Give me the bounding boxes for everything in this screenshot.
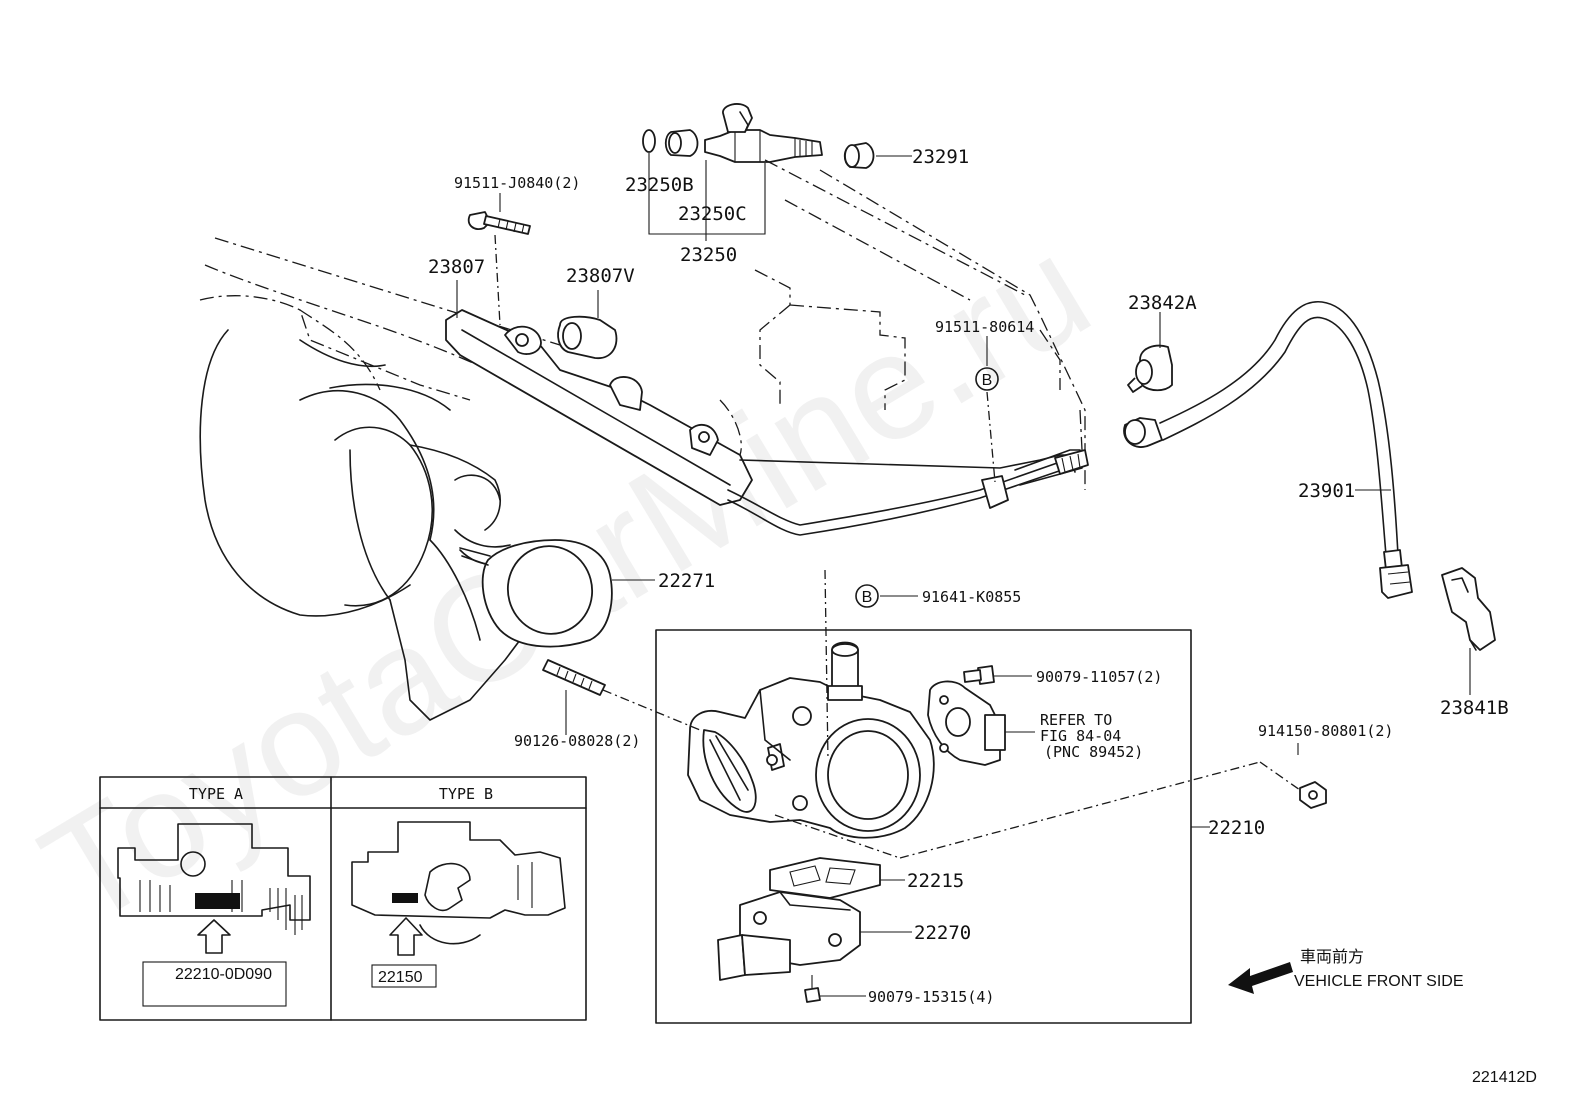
label-refer-3: (PNC 89452) bbox=[1044, 743, 1143, 761]
screw-90079-15315 bbox=[804, 975, 821, 1003]
type-inset: TYPE A TYPE B 22210-0D090 22150 bbox=[99, 776, 587, 1021]
label-91641-k0855: 91641-K0855 bbox=[922, 588, 1021, 606]
type-b-part-number: 22150 bbox=[378, 969, 423, 986]
gasket-22215 bbox=[769, 857, 881, 899]
insulator-23807V bbox=[557, 315, 618, 359]
throttle-position-sensor bbox=[927, 680, 1006, 766]
direction-en: VEHICLE FRONT SIDE bbox=[1294, 973, 1464, 990]
fuel-pipe bbox=[727, 449, 1089, 536]
label-23807v: 23807V bbox=[566, 265, 635, 287]
type-a-title: TYPE A bbox=[189, 785, 243, 803]
figure-code: 221412D bbox=[1472, 1069, 1537, 1086]
label-23250b: 23250B bbox=[625, 174, 694, 196]
svg-text:B: B bbox=[982, 372, 993, 389]
label-23250: 23250 bbox=[680, 244, 737, 266]
label-23842a: 23842A bbox=[1128, 292, 1197, 314]
label-23250c: 23250C bbox=[678, 203, 747, 225]
type-b-throttle-sketch: 22150 bbox=[351, 821, 566, 988]
svg-text:B: B bbox=[862, 589, 873, 606]
type-b-title: TYPE B bbox=[439, 785, 493, 803]
label-22210: 22210 bbox=[1208, 817, 1265, 839]
label-91511-80614: 91511-80614 bbox=[935, 318, 1034, 336]
label-22271: 22271 bbox=[658, 570, 715, 592]
label-22270: 22270 bbox=[914, 922, 971, 944]
vehicle-front-direction: 車両前方 VEHICLE FRONT SIDE bbox=[1228, 948, 1464, 994]
label-23807: 23807 bbox=[428, 256, 485, 278]
fuel-injector-23250 bbox=[704, 103, 823, 163]
o-ring-23250B bbox=[642, 129, 656, 153]
label-23841b: 23841B bbox=[1440, 697, 1509, 719]
type-a-part-number: 22210-0D090 bbox=[175, 966, 272, 983]
label-91511-j0840: 91511-J0840(2) bbox=[454, 174, 580, 192]
bolt-91511-J0840 bbox=[467, 211, 531, 326]
leader-lines bbox=[456, 155, 1471, 997]
front-arrow-icon bbox=[1228, 962, 1293, 994]
clamp-23842A bbox=[1127, 344, 1173, 393]
label-23901: 23901 bbox=[1298, 480, 1355, 502]
engine-block-outline bbox=[199, 237, 561, 721]
label-90126-08028: 90126-08028(2) bbox=[514, 732, 640, 750]
label-22215: 22215 bbox=[907, 870, 964, 892]
marker-b-upper: B bbox=[975, 367, 999, 391]
idle-air-control-valve-22270 bbox=[717, 891, 861, 981]
injector-bracket bbox=[648, 153, 766, 241]
label-90079-15315: 90079-15315(4) bbox=[868, 988, 994, 1006]
label-refer-2: FIG 84-04 bbox=[1040, 727, 1121, 745]
screw-90079-11057 bbox=[963, 665, 995, 685]
label-23291: 23291 bbox=[912, 146, 969, 168]
grommet-23291 bbox=[843, 142, 875, 169]
clamp-23841B bbox=[1441, 567, 1496, 651]
label-refer-1: REFER TO bbox=[1040, 711, 1112, 729]
throttle-body-22210 bbox=[687, 641, 935, 839]
fuel-hose-23901 bbox=[1123, 300, 1413, 599]
stud-90126-08028 bbox=[542, 659, 606, 696]
nut-914150-80801 bbox=[1299, 781, 1327, 809]
label-914150-80801: 914150-80801(2) bbox=[1258, 722, 1393, 740]
label-90079-11057: 90079-11057(2) bbox=[1036, 668, 1162, 686]
direction-jp: 車両前方 bbox=[1300, 948, 1364, 966]
marker-b-lower: B bbox=[855, 584, 879, 608]
type-a-throttle-sketch: 22210-0D090 bbox=[117, 823, 311, 1007]
grommet-23250C bbox=[664, 129, 699, 157]
gasket-22271 bbox=[459, 539, 613, 648]
